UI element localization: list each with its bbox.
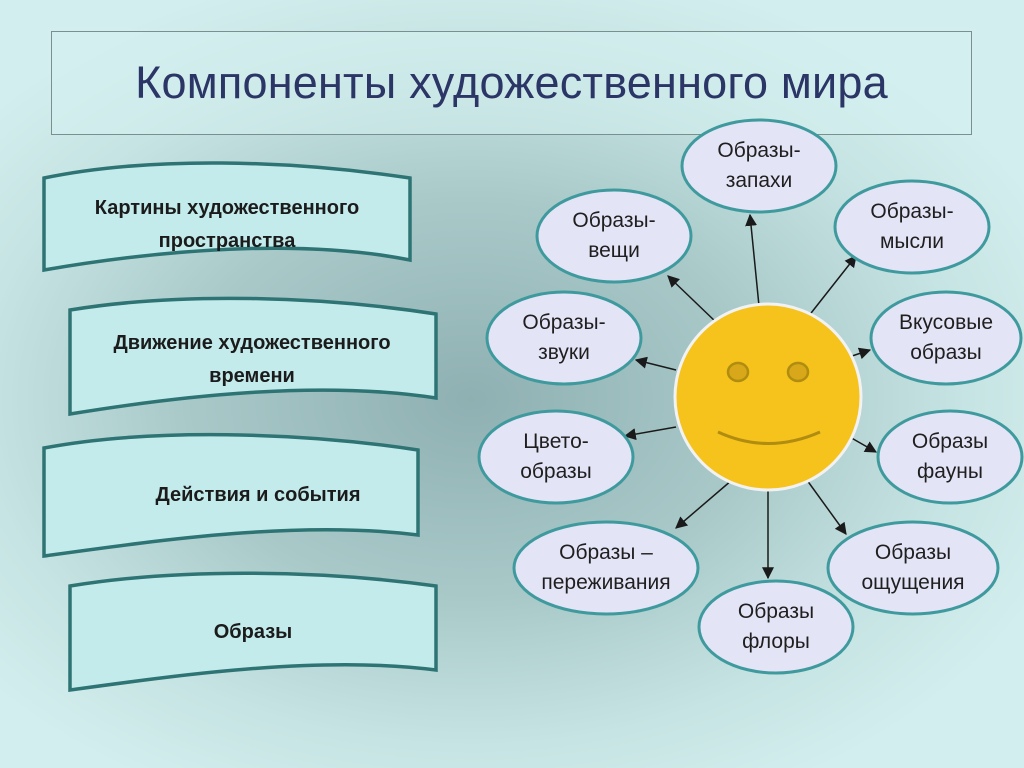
banner-4-label: Образы xyxy=(70,616,436,649)
node-zapakhi-line1: Образы- xyxy=(717,139,801,162)
smile xyxy=(717,430,821,445)
ellipse-vkusovye xyxy=(869,290,1023,386)
banner-2-line1: Движение художественного xyxy=(113,332,391,354)
banner-3 xyxy=(42,432,420,559)
banner-1-line1: Картины художественного xyxy=(94,197,360,219)
node-veshchi: Образы-вещи xyxy=(539,206,689,266)
title-box: Компоненты художественного мира xyxy=(51,31,972,135)
node-zvuki: Образы-звуки xyxy=(489,308,639,368)
node-flory: Образы флоры xyxy=(701,597,851,657)
node-vkusovye: Вкусовые образы xyxy=(871,308,1021,368)
node-mysli-line1: Образы- xyxy=(870,200,954,223)
banner-4-line1: Образы xyxy=(213,621,293,643)
node-veshchi-line1: Образы- xyxy=(572,209,656,232)
node-fauny-line2: фауны xyxy=(917,460,983,483)
node-perezhivaniya: Образы – переживания xyxy=(514,538,698,598)
node-vkusovye-line2: образы xyxy=(910,341,982,364)
node-fauny-line1: Образы xyxy=(911,430,989,453)
node-fauny: Образы фауны xyxy=(878,427,1022,487)
node-oshchushcheniya-line2: ощущения xyxy=(861,571,965,594)
ellipse-oshchushcheniya xyxy=(826,520,1000,616)
banner-2-label: Движение художественного времени xyxy=(64,327,440,393)
node-zvuki-line1: Образы- xyxy=(522,311,606,334)
left-eye xyxy=(726,361,750,383)
node-oshchushcheniya-line1: Образы xyxy=(874,541,952,564)
connector-arrows xyxy=(623,213,878,580)
arrow-to-veshchi xyxy=(667,275,719,325)
ellipse-fauny xyxy=(876,409,1024,505)
node-tsveto-line1: Цвето- xyxy=(523,430,589,453)
node-flory-line2: флоры xyxy=(742,630,810,653)
right-eye xyxy=(786,361,810,383)
node-perezhivaniya-line1: Образы – xyxy=(559,541,653,564)
node-tsveto-line2: образы xyxy=(520,460,592,483)
arrow-to-tsveto xyxy=(623,426,677,441)
node-zapakhi-line2: запахи xyxy=(725,169,793,192)
smiley-sun-icon xyxy=(673,302,863,492)
page-title: Компоненты художественного мира xyxy=(135,57,888,108)
node-mysli: Образы-мысли xyxy=(837,197,987,257)
ellipse-flory xyxy=(697,579,855,675)
arrow-to-zapakhi xyxy=(745,213,761,317)
arrow-to-perezhivaniya xyxy=(675,479,733,529)
node-veshchi-line2: вещи xyxy=(588,239,640,262)
ellipse-tsveto xyxy=(477,409,635,505)
ellipse-perezhivaniya xyxy=(512,520,700,616)
ellipse-zvuki xyxy=(485,290,643,386)
arrow-to-zvuki xyxy=(634,356,677,371)
node-tsveto: Цвето-образы xyxy=(481,427,631,487)
node-zvuki-line2: звуки xyxy=(538,341,590,364)
banner-2-line2: времени xyxy=(209,365,295,387)
banner-3-label: Действия и события xyxy=(44,479,472,512)
banner-1 xyxy=(42,161,412,273)
arrow-to-mysli xyxy=(803,255,857,323)
banner-4 xyxy=(68,571,438,693)
node-zapakhi: Образы-запахи xyxy=(684,136,834,196)
banner-2 xyxy=(68,296,438,417)
banner-3-line1: Действия и события xyxy=(155,484,361,506)
node-ellipses xyxy=(477,118,1024,675)
ellipse-mysli xyxy=(833,179,991,275)
arrow-to-oshchushcheniya xyxy=(803,475,847,535)
node-flory-line1: Образы xyxy=(737,600,815,623)
ellipse-veshchi xyxy=(535,188,693,284)
ellipse-zapakhi xyxy=(680,118,838,214)
banner-1-label: Картины художественного пространства xyxy=(44,192,410,258)
banner-1-line2: пространства xyxy=(158,230,296,252)
node-perezhivaniya-line2: переживания xyxy=(541,571,671,594)
node-oshchushcheniya: Образы ощущения xyxy=(828,538,998,598)
node-vkusovye-line1: Вкусовые xyxy=(898,311,994,334)
node-mysli-line2: мысли xyxy=(879,230,944,253)
